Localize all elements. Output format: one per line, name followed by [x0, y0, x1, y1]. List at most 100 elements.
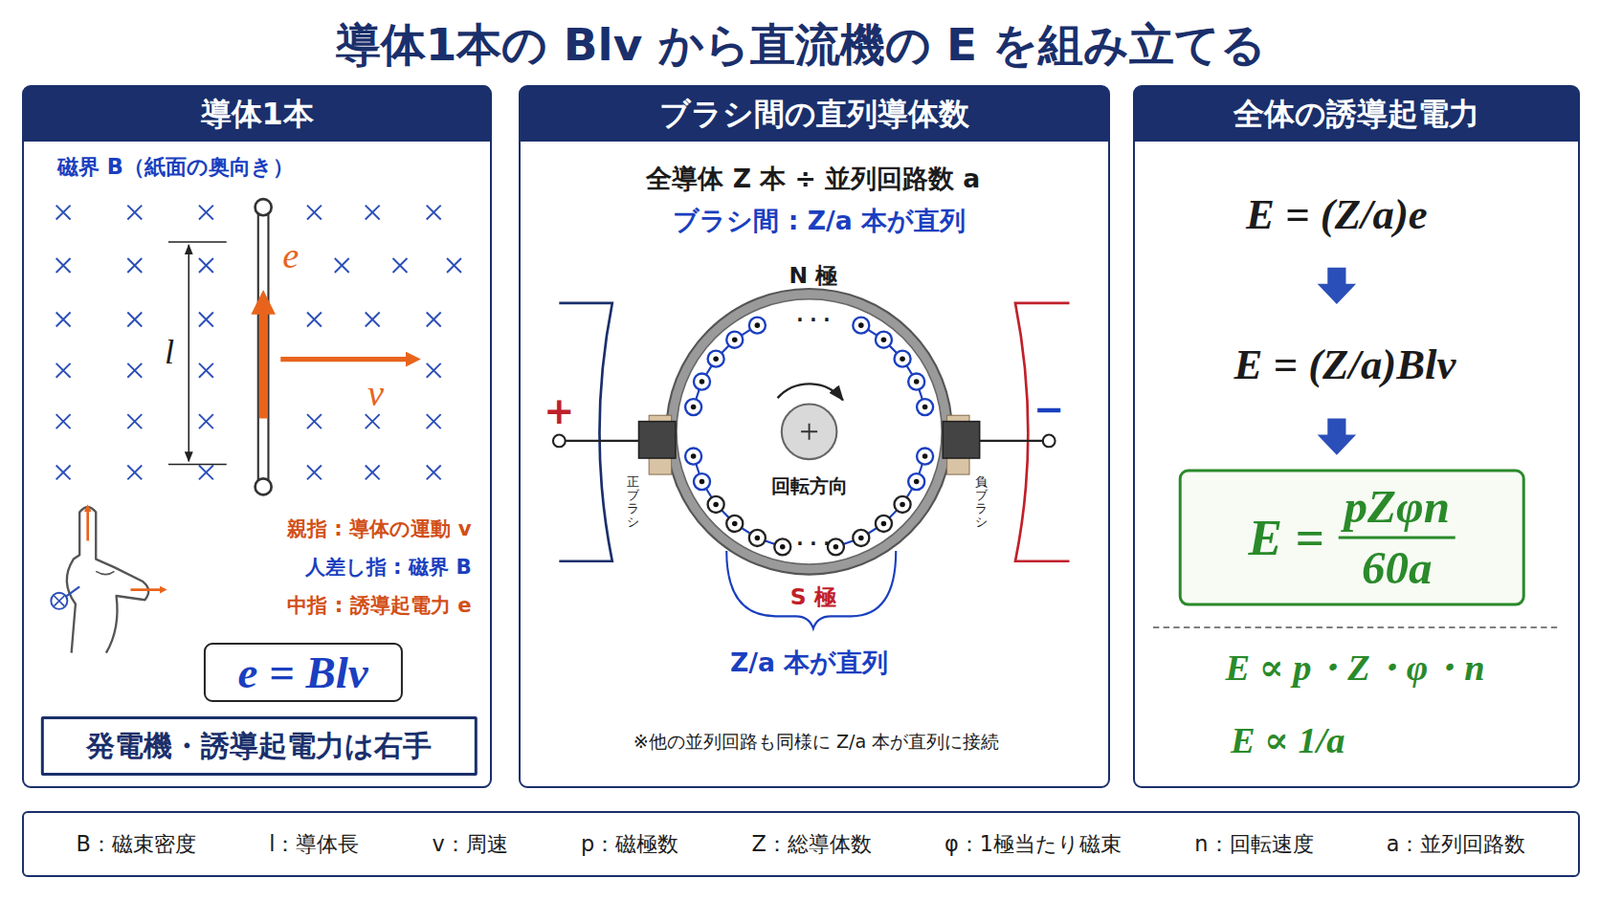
conductor-dot	[755, 322, 761, 329]
conductor-dot	[712, 355, 719, 362]
conductor	[908, 473, 925, 490]
terminal-sign: +	[543, 388, 575, 432]
field-mark	[365, 414, 380, 429]
conductor	[693, 374, 711, 391]
conductor-dot	[755, 535, 761, 542]
conductor	[685, 399, 702, 416]
formula-box: e = Blv	[202, 643, 402, 703]
field-mark	[365, 205, 380, 221]
field-mark	[199, 205, 214, 221]
conductor	[726, 515, 743, 533]
field-mark	[334, 258, 350, 273]
velocity-symbol: v	[367, 372, 384, 415]
brush-label: 正ブラシ	[626, 475, 640, 530]
proportionality: E ∝ 1/a	[1230, 718, 1346, 762]
field-label: 磁界 B（紙面の奥向き）	[57, 151, 294, 181]
conductor-dot	[899, 355, 906, 362]
conductor-dot	[690, 404, 697, 411]
box-text: 発電機・誘導起電力は右手	[86, 727, 432, 767]
panel-heading: ブラシ間の直列導体数	[659, 93, 970, 135]
field-mark	[307, 205, 322, 221]
fraction-bar	[1338, 535, 1456, 539]
series-count-label: Z/a 本が直列	[730, 645, 889, 681]
rule-box: 発電機・誘導起電力は右手	[41, 716, 478, 777]
numerator: pZφn	[1338, 480, 1456, 534]
box-text: e = Blv	[237, 646, 368, 699]
field-mark	[307, 312, 322, 328]
field-mark	[426, 363, 442, 378]
field-mark	[426, 414, 442, 429]
field-mark	[56, 312, 71, 328]
conductor	[852, 530, 869, 547]
conductor-dot	[899, 502, 906, 509]
field-mark	[127, 312, 142, 328]
field-mark	[56, 205, 71, 221]
equation: E = (Z/a)Blv	[1233, 339, 1456, 390]
conductor	[916, 447, 934, 465]
conductor-dot	[712, 502, 719, 509]
field-mark	[127, 465, 142, 480]
brush-label: 負ブラシ	[975, 475, 988, 530]
panel-header: 導体1本	[23, 87, 490, 143]
field-mark	[199, 414, 214, 429]
conductor-dot	[690, 453, 697, 460]
emf-symbol: e	[282, 234, 299, 277]
field-mark	[56, 258, 71, 273]
conductor	[894, 351, 912, 368]
panel-heading: 全体の誘導起電力	[1233, 93, 1480, 135]
series-note: ブラシ間 : Z/a 本が直列	[672, 203, 966, 239]
field-mark	[127, 414, 142, 429]
pole-label: N 極	[788, 260, 838, 291]
field-mark	[426, 312, 442, 328]
field-mark	[127, 205, 142, 221]
conductor-figure	[168, 199, 414, 495]
conductor-dot	[922, 404, 929, 411]
hand-rule-label: 中指 : 誘導起電力 e	[287, 591, 471, 620]
conductor-dot	[913, 378, 920, 385]
panel-header: 全体の誘導起電力	[1134, 87, 1578, 143]
field-mark	[56, 414, 71, 429]
conductor	[708, 351, 725, 368]
conductor-dot	[913, 479, 920, 486]
field-mark	[307, 465, 322, 480]
symbol-definition: φ：1極当たり磁束	[944, 829, 1122, 860]
terminal-sign: −	[1033, 386, 1065, 430]
conductor-dot	[922, 453, 929, 460]
right-hand-icon	[50, 507, 163, 653]
symbol-definition: B：磁束密度	[76, 829, 197, 860]
winding-link	[693, 456, 783, 548]
field-mark	[307, 414, 322, 429]
field-mark	[199, 465, 214, 480]
formula-lhs: E =	[1247, 508, 1324, 568]
symbol-definition: p：磁極数	[580, 829, 679, 860]
ellipsis: · · ·	[796, 308, 830, 331]
conductor-dot	[732, 336, 738, 343]
pole-label: S 極	[790, 581, 837, 613]
proportionality: E ∝ p・Z・φ・n	[1225, 644, 1486, 693]
winding-link	[835, 456, 925, 548]
conductor-dot	[833, 544, 840, 551]
symbol-definition: l：導体長	[268, 829, 359, 860]
field-mark	[127, 363, 142, 378]
field-mark	[393, 258, 408, 273]
field-mark	[56, 363, 71, 378]
denominator: 60a	[1355, 540, 1439, 595]
field-mark	[365, 465, 380, 480]
field-mark	[446, 258, 462, 273]
conductor-dot	[699, 378, 706, 385]
symbol-definition: Z：総導体数	[752, 829, 872, 860]
length-symbol: l	[164, 332, 175, 373]
equation: E = (Z/a)e	[1245, 189, 1428, 240]
footnote: ※他の並列回路も同様に Z/a 本が直列に接続	[633, 730, 1000, 756]
fraction: pZφn 60a	[1338, 480, 1456, 596]
division-note: 全導体 Z 本 ÷ 並列回路数 a	[645, 161, 980, 197]
result-formula-box: E = pZφn 60a	[1177, 468, 1526, 606]
field-mark	[56, 465, 71, 480]
conductor-dot	[779, 544, 786, 551]
symbol-definition: a：並列回路数	[1386, 829, 1527, 860]
armature-figure	[553, 288, 1070, 629]
field-mark	[365, 312, 380, 328]
panel: 導体1本 e = Blv 発電機・誘導起電力は右手	[22, 85, 492, 790]
conductor	[852, 317, 869, 334]
conductor	[685, 447, 702, 465]
